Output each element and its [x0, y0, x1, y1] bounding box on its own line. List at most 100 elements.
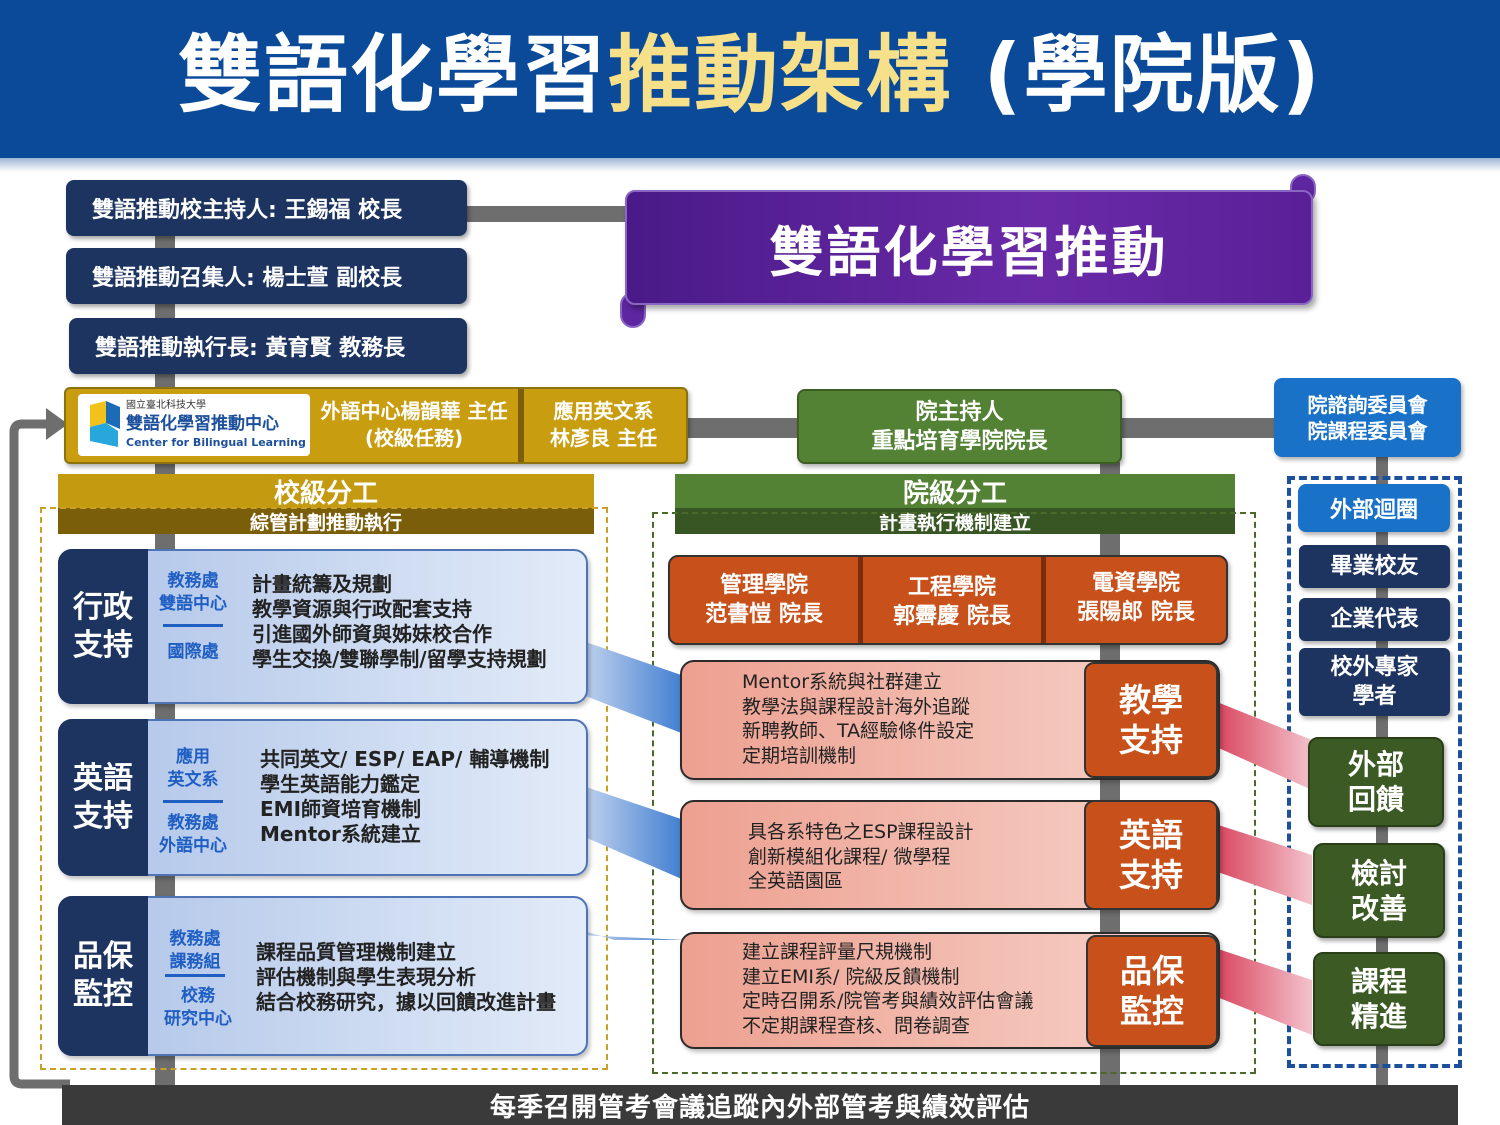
college-quality-item-4: 不定期課程查核、問卷調查: [742, 1014, 971, 1037]
college-english-label: 英語 支持: [1084, 800, 1218, 910]
review-improve-line2: 改善: [1350, 891, 1407, 925]
review-improve-line1: 檢討: [1350, 856, 1407, 890]
dean-management-college: 管理學院: [719, 573, 808, 598]
foreign-language-center-director: 外語中心楊韻華 主任 (校級任務): [314, 392, 514, 458]
feedback-arrow-icon: [9, 408, 70, 1089]
promotion-banner: 雙語化學習推動: [625, 190, 1313, 305]
dean-eecs-college: 電資學院: [1091, 571, 1180, 596]
ribbon-admin: [580, 640, 684, 734]
ribbon-quality-refine: [1212, 947, 1312, 1035]
college-level-subtitle: 計畫執行機制建立: [675, 508, 1235, 534]
admin-item-4: 學生交換/雙聯學制/留學支持規劃: [252, 647, 547, 671]
college-english-label-2: 支持: [1118, 856, 1183, 894]
ribbon-teaching-feedback: [1212, 700, 1312, 790]
quality-item-2: 評估機制與學生表現分析: [256, 965, 476, 989]
ribbon-english-review: [1212, 823, 1312, 905]
external-member-alumni-label: 畢業校友: [1330, 554, 1419, 579]
cbl-logo-line2: 雙語化學習推動中心: [126, 414, 279, 434]
quality-unit-3: 校務: [181, 986, 215, 1006]
promotion-banner-label: 雙語化學習推動: [769, 221, 1169, 284]
english-units-bottom: 教務處 外語中心: [150, 812, 236, 858]
college-teaching-label-1: 教學: [1118, 681, 1183, 719]
english-item-3: EMI師資培育機制: [260, 797, 422, 821]
dean-divider-2: [1041, 557, 1046, 643]
admin-support-label: 行政 支持: [58, 549, 148, 704]
college-teaching-label-2: 支持: [1118, 721, 1183, 759]
external-member-experts: 校外專家 學者: [1299, 648, 1450, 716]
dean-engineering-name: 郭霽慶 院長: [893, 604, 1011, 629]
external-loop-title: 外部迴圈: [1298, 484, 1450, 532]
admin-item-1: 計畫統籌及規劃: [252, 572, 392, 596]
college-quality-items: 建立課程評量尺規機制 建立EMI系/ 院級反饋機制 定時召開系/院管考與績效評估…: [742, 940, 1082, 1038]
quality-units-bottom: 校務 研究中心: [155, 985, 241, 1031]
english-unit-4: 外語中心: [159, 836, 227, 856]
ribbon-quality: [580, 930, 684, 940]
external-member-industry: 企業代表: [1299, 598, 1450, 641]
college-quality-label: 品保 監控: [1086, 935, 1218, 1047]
cbl-logo: 國立臺北科技大學 雙語化學習推動中心 Center for Bilingual …: [78, 394, 310, 456]
english-support-items: 共同英文/ ESP/ EAP/ 輔導機制 學生英語能力鑑定 EMI師資培育機制 …: [260, 747, 580, 847]
foreign-center-line1: 外語中心楊韻華 主任: [320, 399, 508, 423]
cbl-logo-icon: [90, 401, 120, 447]
college-english-item-2: 創新模組化課程/ 微學程: [748, 845, 951, 868]
admin-label-line2: 支持: [73, 627, 133, 663]
english-label-line2: 支持: [73, 798, 133, 834]
school-college-ribbons: [580, 640, 684, 940]
title-part-1: 雙語化學習: [177, 26, 608, 124]
footer-bar: 每季召開管考會議追蹤內外部管考與績效評估: [62, 1085, 1458, 1125]
college-english-item-1: 具各系特色之ESP課程設計: [748, 821, 974, 843]
college-english-items: 具各系特色之ESP課程設計 創新模組化課程/ 微學程 全英語園區: [748, 820, 1088, 894]
quality-item-3: 結合校務研究，據以回饋改進計畫: [256, 990, 556, 1014]
college-host-box: 院主持人 重點培育學院院長: [797, 389, 1122, 464]
dean-management-name: 范書愷 院長: [705, 602, 823, 627]
title-part-3: (學院版): [952, 26, 1323, 124]
committee-line1: 院諮詢委員會: [1307, 392, 1428, 417]
leader-principal-label: 雙語推動校主持人: 王錫福 校長: [92, 198, 403, 223]
english-units-top: 應用 英文系: [150, 746, 236, 792]
leader-principal: 雙語推動校主持人: 王錫福 校長: [66, 180, 467, 236]
quality-unit-1: 教務處: [169, 929, 221, 949]
quality-label-line1: 品保: [73, 939, 133, 974]
english-unit-2: 英文系: [167, 770, 219, 790]
english-units-divider: [163, 800, 223, 803]
leader-banner-connector: [466, 206, 631, 222]
college-teaching-item-2: 教學法與課程設計海外追蹤: [742, 695, 971, 718]
college-teaching-item-4: 定期培訓機制: [742, 744, 857, 767]
college-quality-item-2: 建立EMI系/ 院級反饋機制: [742, 965, 960, 988]
quality-units-divider: [165, 974, 225, 977]
applied-english-line2: 林彥良 主任: [550, 426, 657, 450]
english-item-2: 學生英語能力鑑定: [260, 772, 420, 796]
header-shadow: [0, 158, 1500, 172]
course-refinement-line1: 課程: [1350, 965, 1407, 998]
college-english-label-1: 英語: [1118, 816, 1183, 854]
admin-unit-2: 雙語中心: [159, 594, 227, 614]
college-quality-item-1: 建立課程評量尺規機制: [742, 941, 933, 963]
english-support-label: 英語 支持: [58, 719, 148, 876]
center-host-connector: [686, 418, 800, 438]
applied-english-line1: 應用英文系: [553, 399, 654, 423]
external-member-experts-line1: 校外專家: [1330, 655, 1419, 680]
college-teaching-items: Mentor系統與社群建立 教學法與課程設計海外追蹤 新聘教師、TA經驗條件設定…: [742, 670, 1082, 768]
leader-convener: 雙語推動召集人: 楊士萱 副校長: [66, 248, 467, 304]
college-quality-label-1: 品保: [1119, 952, 1184, 990]
leader-convener-label: 雙語推動召集人: 楊士萱 副校長: [92, 266, 403, 291]
title-part-2: 推動架構: [607, 26, 952, 124]
course-refinement-line2: 精進: [1350, 1000, 1407, 1033]
external-member-experts-line2: 學者: [1352, 684, 1397, 709]
english-item-1: 共同英文/ ESP/ EAP/ 輔導機制: [260, 747, 550, 771]
deans-box: [668, 555, 1228, 645]
page-title: 雙語化學習推動架構 (學院版): [0, 20, 1500, 130]
college-teaching-label: 教學 支持: [1084, 662, 1218, 778]
external-feedback: 外部 回饋: [1308, 737, 1444, 827]
host-committee-connector: [1120, 418, 1278, 438]
admin-item-3: 引進國外師資與姊妹校合作: [252, 622, 492, 646]
english-label-line1: 英語: [73, 760, 133, 796]
college-level-title: 院級分工: [675, 474, 1235, 509]
dean-engineering-college: 工程學院: [907, 575, 996, 600]
dean-divider-1: [858, 557, 863, 643]
ribbon-english: [580, 785, 684, 880]
admin-units-divider: [163, 624, 223, 627]
english-unit-3: 教務處: [167, 813, 219, 833]
cbl-logo-line1: 國立臺北科技大學: [126, 400, 206, 411]
college-teaching-item-3: 新聘教師、TA經驗條件設定: [742, 720, 975, 742]
